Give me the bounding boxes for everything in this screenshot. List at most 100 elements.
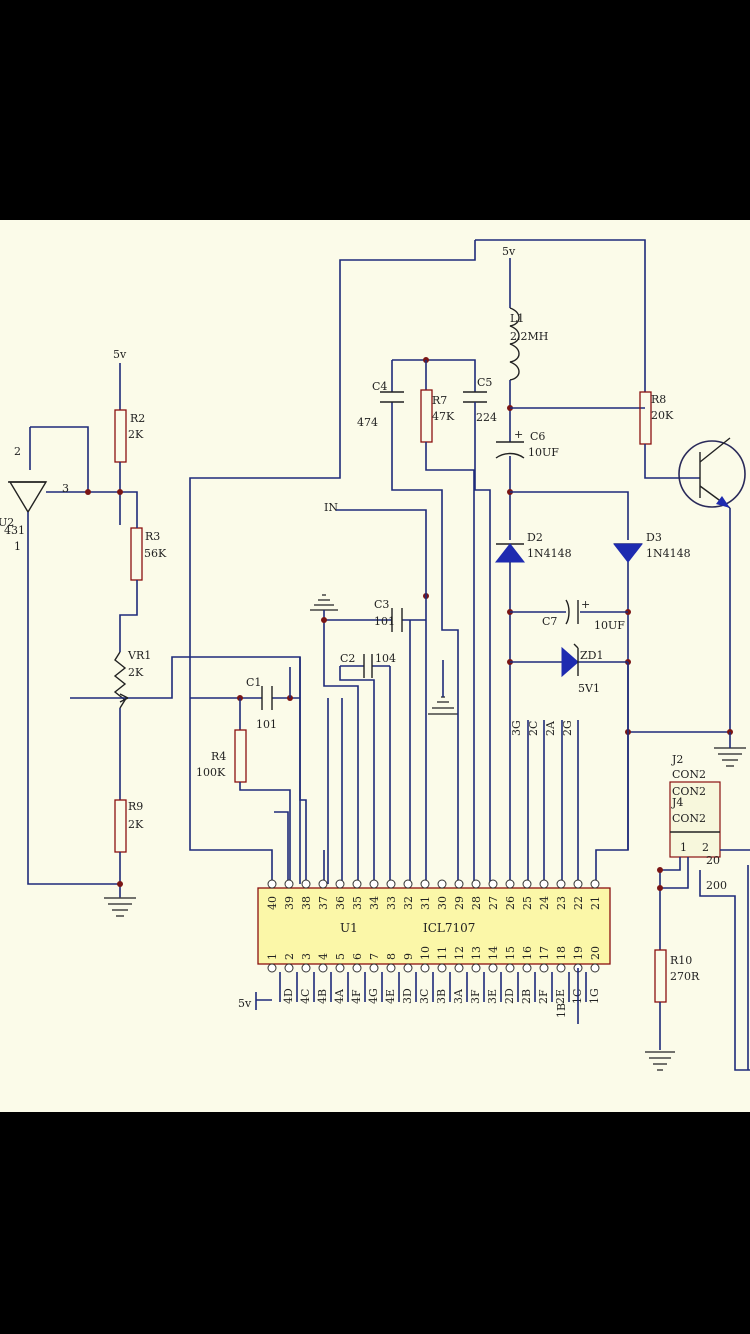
c7-polarity: + [581,598,590,611]
u1-pin-13 [471,963,481,973]
u1-pin-number: 29 [453,896,466,910]
u1-pin-number: 23 [555,896,568,910]
u1-pin-30 [437,879,447,889]
u1-pin-number: 36 [334,896,347,910]
u1-pin-27 [488,879,498,889]
r2-value-label: 2K [128,428,144,441]
u1-net-label: 3A [452,988,465,1004]
r7-value-label: 47K [432,410,455,423]
r2-resistor: 5v R2 2K [113,348,145,525]
top-black-bar [0,0,750,220]
u1-pin-number: 38 [300,896,313,910]
u1-pin-number: 28 [470,896,483,910]
u1-pin-number: 6 [351,953,364,960]
j2-pin1-label: 1 [680,841,687,854]
j2-value-label: 200 [706,879,727,892]
l1-value-label: 2.2MH [510,330,548,343]
l1-inductor: 5v L1 2.2MH [502,245,548,442]
u1-pin-number: 20 [589,946,602,960]
u1-pin-5 [335,963,345,973]
c1-ref-label: C1 [246,676,261,689]
vr1-value-label: 2K [128,666,144,679]
u1-pin-number: 12 [453,946,466,960]
j2-pin2-label: 2 [702,841,709,854]
zd1-zener: ZD1 5V1 [510,643,628,695]
u1-pin-number: 37 [317,896,330,910]
r2-vcc-label: 5v [113,348,127,361]
u1-top-net-label: 2A [544,720,557,736]
bottom-black-bar [0,1112,750,1334]
d2-value-label: 1N4148 [527,547,572,560]
u1-pin-number: 1 [266,953,279,960]
j4-ref-label: J4 [671,796,683,809]
u1-net-label: 4D [282,988,295,1004]
j2-connector: J2 CON2 CON2 J4 CON2 1 2 20 200 [657,753,750,1071]
c4-capacitor: C4 474 [357,380,404,429]
u1-pin-number: 31 [419,896,432,910]
u1-pin-number: 7 [368,953,381,960]
u1-net-label: 3F [469,989,482,1004]
u1-pin-38 [301,879,311,889]
u1-pin-number: 22 [572,896,585,910]
l1-ref-label: L1 [510,312,524,325]
u1-net-label: 4E [384,989,397,1004]
u1-pin-12 [454,963,464,973]
r10-resistor: R10 270R [645,949,700,1071]
u1-pin-number: 19 [572,946,585,960]
u1-net-label: 2B [520,989,533,1004]
u1-net-label: 4G [367,988,380,1004]
c3-ref-label: C3 [374,598,389,611]
r4-ref-label: R4 [211,750,226,763]
u1-pin-number: 18 [555,946,568,960]
u1-pin-number: 32 [402,896,415,910]
c2-value-label: 104 [375,652,396,665]
u1-pin-number: 33 [385,896,398,910]
c5-ref-label: C5 [477,376,492,389]
u1-pin-3 [301,963,311,973]
u1-net-label: 4B [316,989,329,1004]
u1-pin-number: 15 [504,946,517,960]
c5-capacitor: C5 224 [463,376,497,884]
j2-con2-label-2: CON2 [672,785,706,798]
u1-pin-40 [267,879,277,889]
u1-pin-number: 30 [436,896,449,910]
u1-pin-number: 9 [402,953,415,960]
u1-top-net-label: 2G [561,720,574,736]
j2-con2-label-3: CON2 [672,812,706,825]
c4-ref-label: C4 [372,380,387,393]
u1-pin-37 [318,879,328,889]
u1-pin-25 [522,879,532,889]
u1-pin-number: 40 [266,896,279,910]
d3-ref-label: D3 [646,531,662,544]
u2-value-label: 431 [4,524,25,537]
u1-net-label: 3E [486,989,499,1004]
c2-capacitor: C2 104 [339,652,396,884]
u1-pin-number: 27 [487,896,500,910]
r10-ref-label: R10 [670,954,692,967]
c6-ref-label: C6 [530,430,545,443]
u1-pin-24 [539,879,549,889]
u1-pin-39 [284,879,294,889]
u1-net-label: 2F [537,989,550,1004]
u1-pin-9 [403,963,413,973]
u1-pin-number: 39 [283,896,296,910]
u2-pin3-label: 3 [62,482,69,495]
r2-ref-label: R2 [130,412,145,425]
u1-ref-label: U1 [340,921,358,935]
u1-pin-33 [386,879,396,889]
u1-pin-8 [386,963,396,973]
c7-capacitor: C7 + 10UF [510,598,628,632]
r4-resistor: R4 100K [196,698,291,884]
schematic-canvas: 2 3 1 U2 431 5v R2 2K R3 56K VR1 2K R9 2… [0,220,750,1112]
u1-pin-number: 26 [504,896,517,910]
u1-pin-6 [352,963,362,973]
d3-value-label: 1N4148 [646,547,691,560]
u1-pin-28 [471,879,481,889]
u1-pin-22 [573,879,583,889]
u1-pin-2 [284,963,294,973]
u1-pin-number: 35 [351,896,364,910]
